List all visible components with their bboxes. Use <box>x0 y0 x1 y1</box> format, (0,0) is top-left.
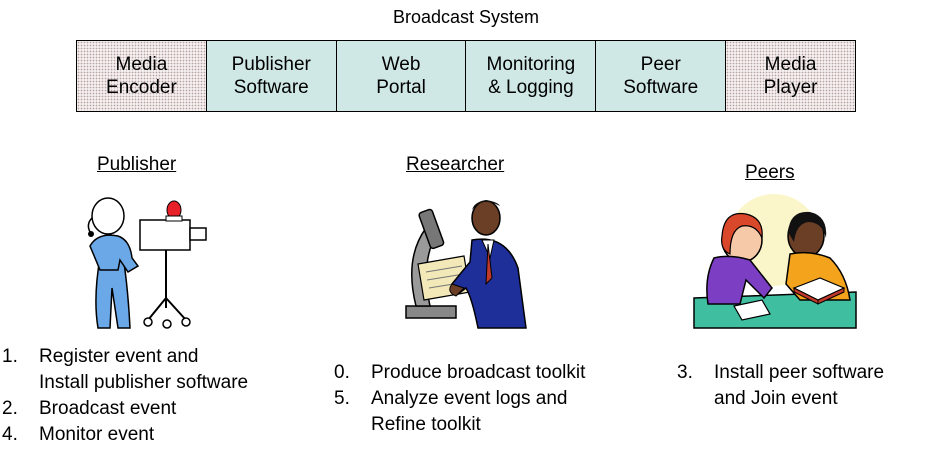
broadcast-system-bar: Media Encoder Publisher Software Web Por… <box>76 40 856 112</box>
step-number: 3. <box>677 362 693 383</box>
list-item: 2. Broadcast event <box>2 396 248 422</box>
role-publisher-heading: Publisher <box>97 154 177 175</box>
camera-operator-clipart <box>87 197 207 329</box>
step-number: 1. <box>2 346 18 367</box>
two-students-reading-clipart <box>693 194 857 329</box>
component-peer-software: Peer Software <box>596 41 727 111</box>
step-number: 0. <box>334 362 350 383</box>
step-text: Broadcast event <box>39 398 177 419</box>
step-number: 4. <box>2 424 18 445</box>
component-media-encoder: Media Encoder <box>77 41 207 111</box>
peers-steps: 3. Install peer software and Join event <box>677 360 884 412</box>
step-text: Produce broadcast toolkit <box>371 362 586 383</box>
component-web-portal: Web Portal <box>336 41 467 111</box>
publisher-steps: 1. Register event and Install publisher … <box>2 344 248 448</box>
list-item: 0. Produce broadcast toolkit <box>334 360 585 386</box>
step-text: Install peer software and Join event <box>714 362 885 409</box>
scientist-microscope-clipart <box>405 200 527 329</box>
component-media-player: Media Player <box>726 41 855 111</box>
component-monitoring-logging: Monitoring & Logging <box>466 41 597 111</box>
role-researcher-heading: Researcher <box>406 154 505 175</box>
diagram-title: Broadcast System <box>392 7 540 27</box>
list-item: 1. Register event and Install publisher … <box>2 344 248 396</box>
step-number: 2. <box>2 398 18 419</box>
step-text: Register event and Install publisher sof… <box>39 346 249 393</box>
list-item: 5. Analyze event logs and Refine toolkit <box>334 386 585 438</box>
role-peers-heading: Peers <box>745 162 795 183</box>
component-publisher-software: Publisher Software <box>206 41 337 111</box>
step-text: Monitor event <box>39 424 155 445</box>
step-number: 5. <box>334 388 350 409</box>
researcher-steps: 0. Produce broadcast toolkit 5. Analyze … <box>334 360 585 438</box>
list-item: 4. Monitor event <box>2 422 248 448</box>
step-text: Analyze event logs and Refine toolkit <box>371 388 568 435</box>
list-item: 3. Install peer software and Join event <box>677 360 884 412</box>
